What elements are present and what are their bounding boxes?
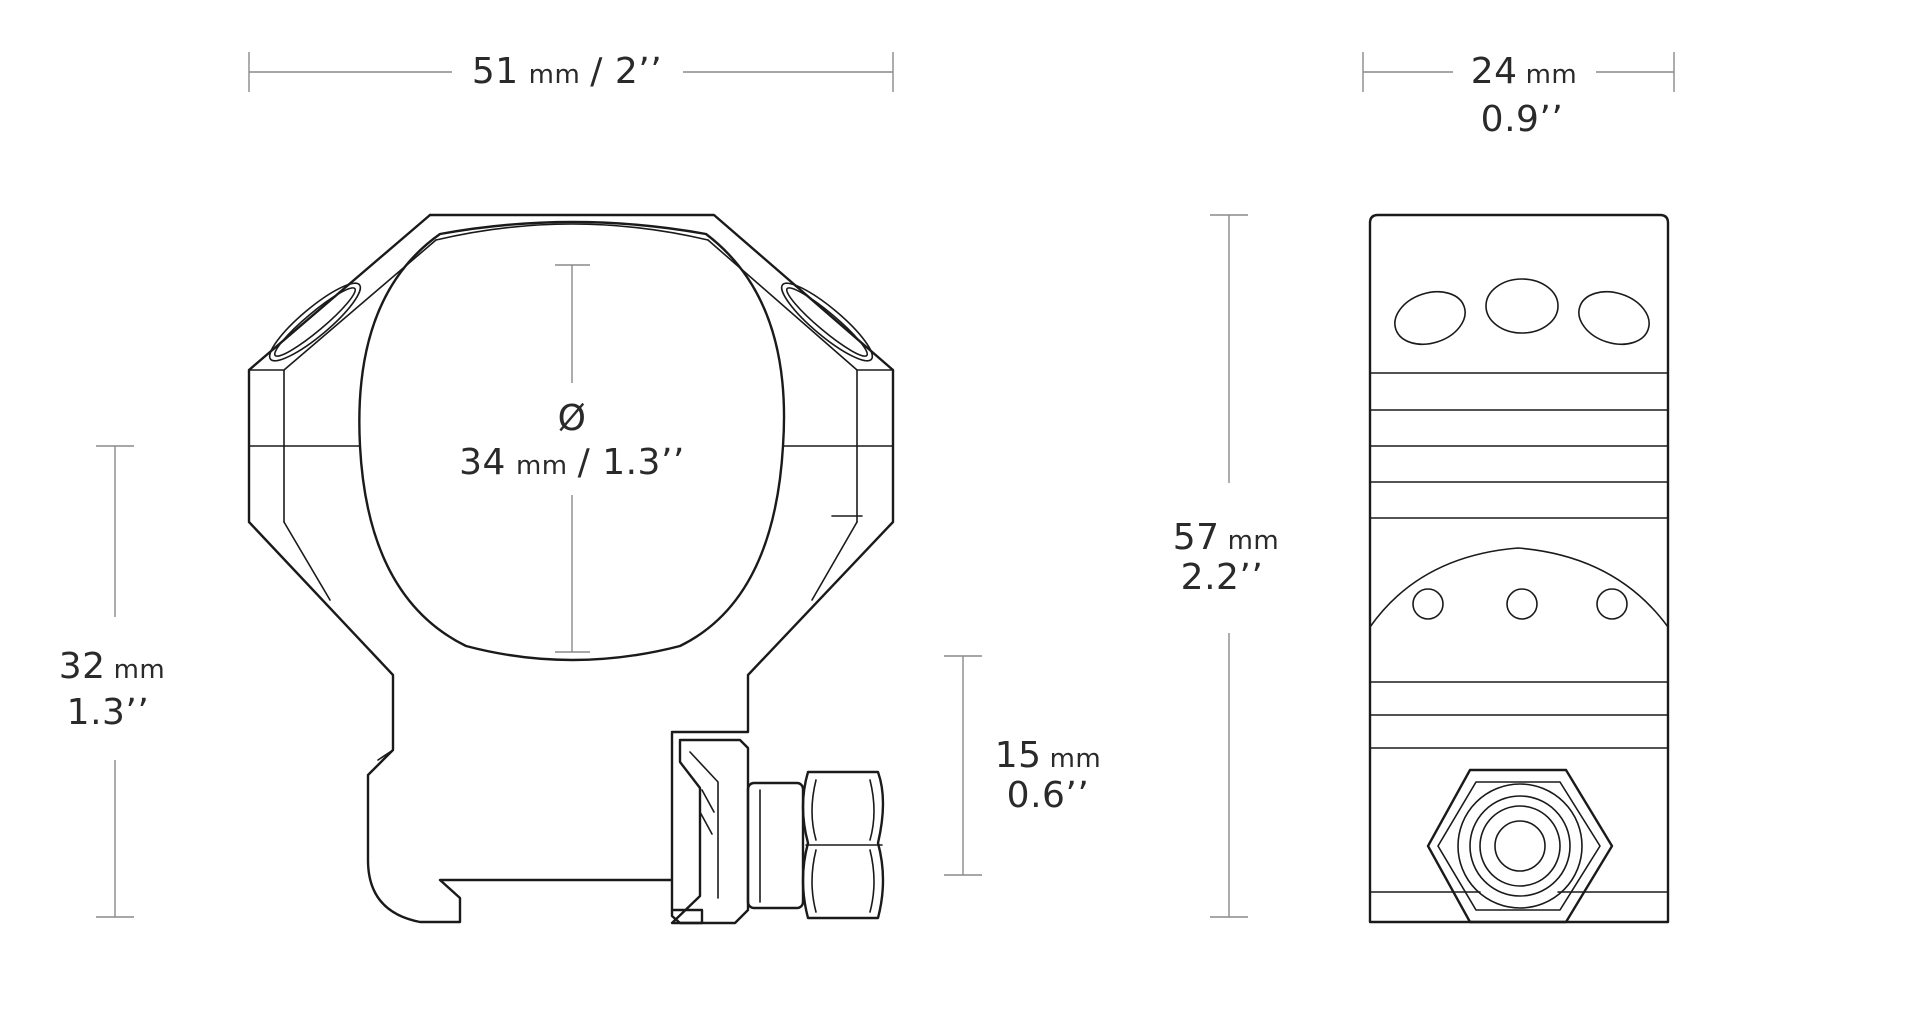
- clamp-height-imperial-label: 0.6’’: [1007, 775, 1090, 816]
- side-body-outline: [1368, 213, 1670, 924]
- side-top-hole-right: [1578, 290, 1650, 346]
- side-width-imperial-label: 0.9’’: [1481, 99, 1564, 140]
- side-view-ring: [1368, 213, 1670, 924]
- hex-nut: [801, 770, 885, 920]
- clamp-jaw: [670, 738, 750, 925]
- ring-outer-outline: [428, 213, 895, 925]
- side-height-imperial-label: 2.2’’: [1181, 557, 1264, 598]
- side-hex-nut: [1426, 768, 1614, 924]
- bore-circle: [358, 220, 786, 662]
- front-view-ring: [247, 213, 895, 925]
- side-top-hole-left: [1394, 290, 1466, 346]
- side-base-hole-right: [1596, 588, 1628, 620]
- side-top-hole-center: [1485, 278, 1559, 334]
- front-height-imperial-label: 1.3’’: [67, 692, 150, 733]
- side-base-hole-center: [1506, 588, 1538, 620]
- side-base-hole-left: [1412, 588, 1444, 620]
- ring-left-outline: [247, 213, 674, 924]
- bore-diameter-symbol: Ø: [558, 398, 587, 439]
- clamp-jaw-and-nut: [670, 738, 885, 925]
